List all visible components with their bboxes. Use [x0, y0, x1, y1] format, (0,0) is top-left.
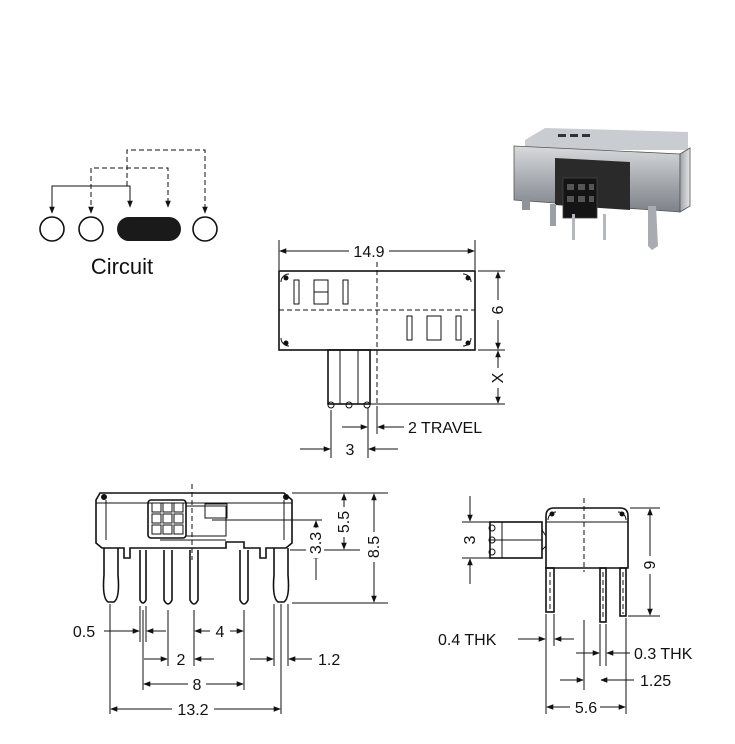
dim-5-5: 5.5 — [336, 511, 353, 533]
dim-0-5: 0.5 — [73, 624, 95, 641]
common-contact-actuator — [117, 217, 181, 241]
front-actuator-knob — [147, 499, 187, 539]
dim-3-3: 3.3 — [308, 532, 325, 554]
contact-terminal-2 — [78, 216, 104, 242]
dim-pitch-3: 3 — [346, 442, 355, 459]
dim-height-6: 6 — [490, 305, 507, 314]
dim-2: 2 — [177, 652, 186, 669]
contact-terminal-1 — [39, 216, 65, 242]
dim-1-25: 1.25 — [640, 673, 671, 690]
side-housing — [545, 507, 629, 569]
product-photo — [513, 128, 691, 250]
actuator-knob — [327, 349, 371, 405]
dim-8-5: 8.5 — [366, 536, 383, 558]
dim-8: 8 — [193, 677, 202, 694]
dim-side-3: 3 — [462, 535, 479, 544]
dim-side-9: 9 — [642, 560, 659, 569]
dim-0-4-thk: 0.4 THK — [438, 632, 497, 649]
dim-1-2: 1.2 — [318, 652, 340, 669]
front-housing — [95, 492, 293, 559]
dim-5-6: 5.6 — [575, 700, 597, 717]
circuit-label: Circuit — [91, 254, 153, 279]
front-view: 3.3 5.5 8.5 0.5 4 2 1.2 — [73, 484, 388, 719]
dashed-connection-1 — [88, 167, 171, 214]
contact-terminal-4 — [192, 216, 218, 242]
dim-13-2: 13.2 — [177, 702, 208, 719]
circuit-diagram: Circuit — [39, 149, 218, 279]
dashed-connection-2 — [126, 149, 208, 214]
dim-x: X — [490, 372, 507, 383]
dim-4: 4 — [216, 624, 225, 641]
dim-travel: 2 TRAVEL — [408, 420, 482, 437]
dim-0-3-thk: 0.3 THK — [634, 646, 693, 663]
top-view: 14.9 6 X 2 TRAVEL 3 — [278, 240, 507, 459]
side-view: 3 9 0.4 THK 0.3 THK 1.25 5.6 — [438, 496, 693, 717]
dim-width-14-9: 14.9 — [353, 244, 384, 261]
front-pins — [102, 548, 290, 605]
